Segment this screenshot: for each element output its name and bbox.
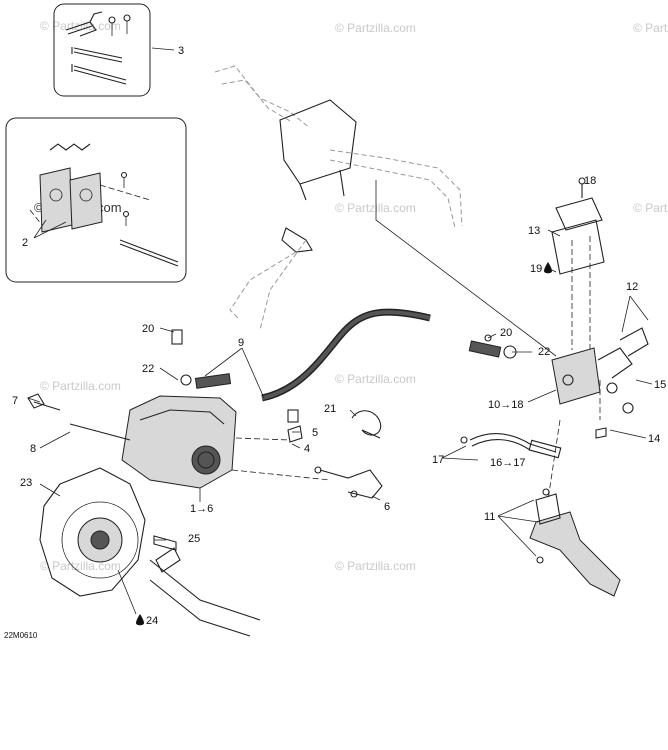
- label-11: 11: [484, 511, 495, 523]
- watermark-layer: © Partzilla.com © Partzilla.com © Partzi…: [34, 19, 668, 573]
- label-17: 17: [432, 454, 444, 466]
- label-7: 7: [12, 395, 18, 407]
- label-24: 24: [146, 615, 158, 627]
- watermark: © Partzilla.com: [335, 559, 416, 573]
- bleeder-screw: [287, 409, 303, 443]
- watermark: © Partzilla.com: [633, 201, 668, 215]
- brake-lever: [529, 419, 621, 597]
- brake-hose: [171, 308, 517, 402]
- label-5: 5: [312, 427, 318, 439]
- brake-caliper: [27, 393, 331, 489]
- label-19: 19: [530, 263, 542, 275]
- watermark: © Partzilla.com: [335, 201, 416, 215]
- watermark: © Partzilla.com: [633, 21, 668, 35]
- handlebar-ghost: [214, 65, 463, 331]
- watermark: © Partzilla.com: [40, 379, 121, 393]
- inset-box-pads: [5, 117, 187, 283]
- label-20b: 20: [500, 327, 512, 339]
- watermark: © Partzilla.com: [40, 559, 121, 573]
- callout-labels: 3 2 20 22 9 7 8 5 4 6 21 23 25 1→6 24 20…: [4, 45, 666, 640]
- brake-switch: [460, 433, 562, 459]
- label-14: 14: [648, 433, 660, 445]
- label-13: 13: [528, 225, 540, 237]
- label-20: 20: [142, 323, 154, 335]
- label-22b: 22: [538, 346, 550, 358]
- diagram-code: 22M0610: [4, 631, 38, 640]
- label-16-17: 16→17: [490, 457, 525, 469]
- drop-icon: [136, 614, 144, 626]
- label-4: 4: [304, 443, 310, 455]
- label-3: 3: [178, 45, 184, 57]
- drop-icons: [136, 262, 552, 626]
- label-15: 15: [654, 379, 666, 391]
- label-23: 23: [20, 477, 32, 489]
- master-cylinder: [551, 177, 649, 439]
- hose-clip: [351, 410, 382, 439]
- watermark: © Partzilla.com: [40, 19, 121, 33]
- label-21: 21: [324, 403, 336, 415]
- label-8: 8: [30, 443, 36, 455]
- drop-icon: [544, 262, 552, 274]
- label-2: 2: [22, 237, 28, 249]
- label-25: 25: [188, 533, 200, 545]
- watermark: © Partzilla.com: [335, 372, 416, 386]
- watermark: © Partzilla.com: [335, 21, 416, 35]
- brake-pipe: [314, 466, 383, 499]
- label-10-18: 10→18: [488, 399, 523, 411]
- label-22: 22: [142, 363, 154, 375]
- inset-box-pins: [53, 3, 151, 97]
- label-12: 12: [626, 281, 638, 293]
- label-18: 18: [584, 175, 596, 187]
- brake-disc: [39, 467, 261, 637]
- leader-lines: [27, 47, 653, 615]
- label-1-6: 1→6: [190, 503, 213, 515]
- label-6: 6: [384, 501, 390, 513]
- label-9: 9: [238, 337, 244, 349]
